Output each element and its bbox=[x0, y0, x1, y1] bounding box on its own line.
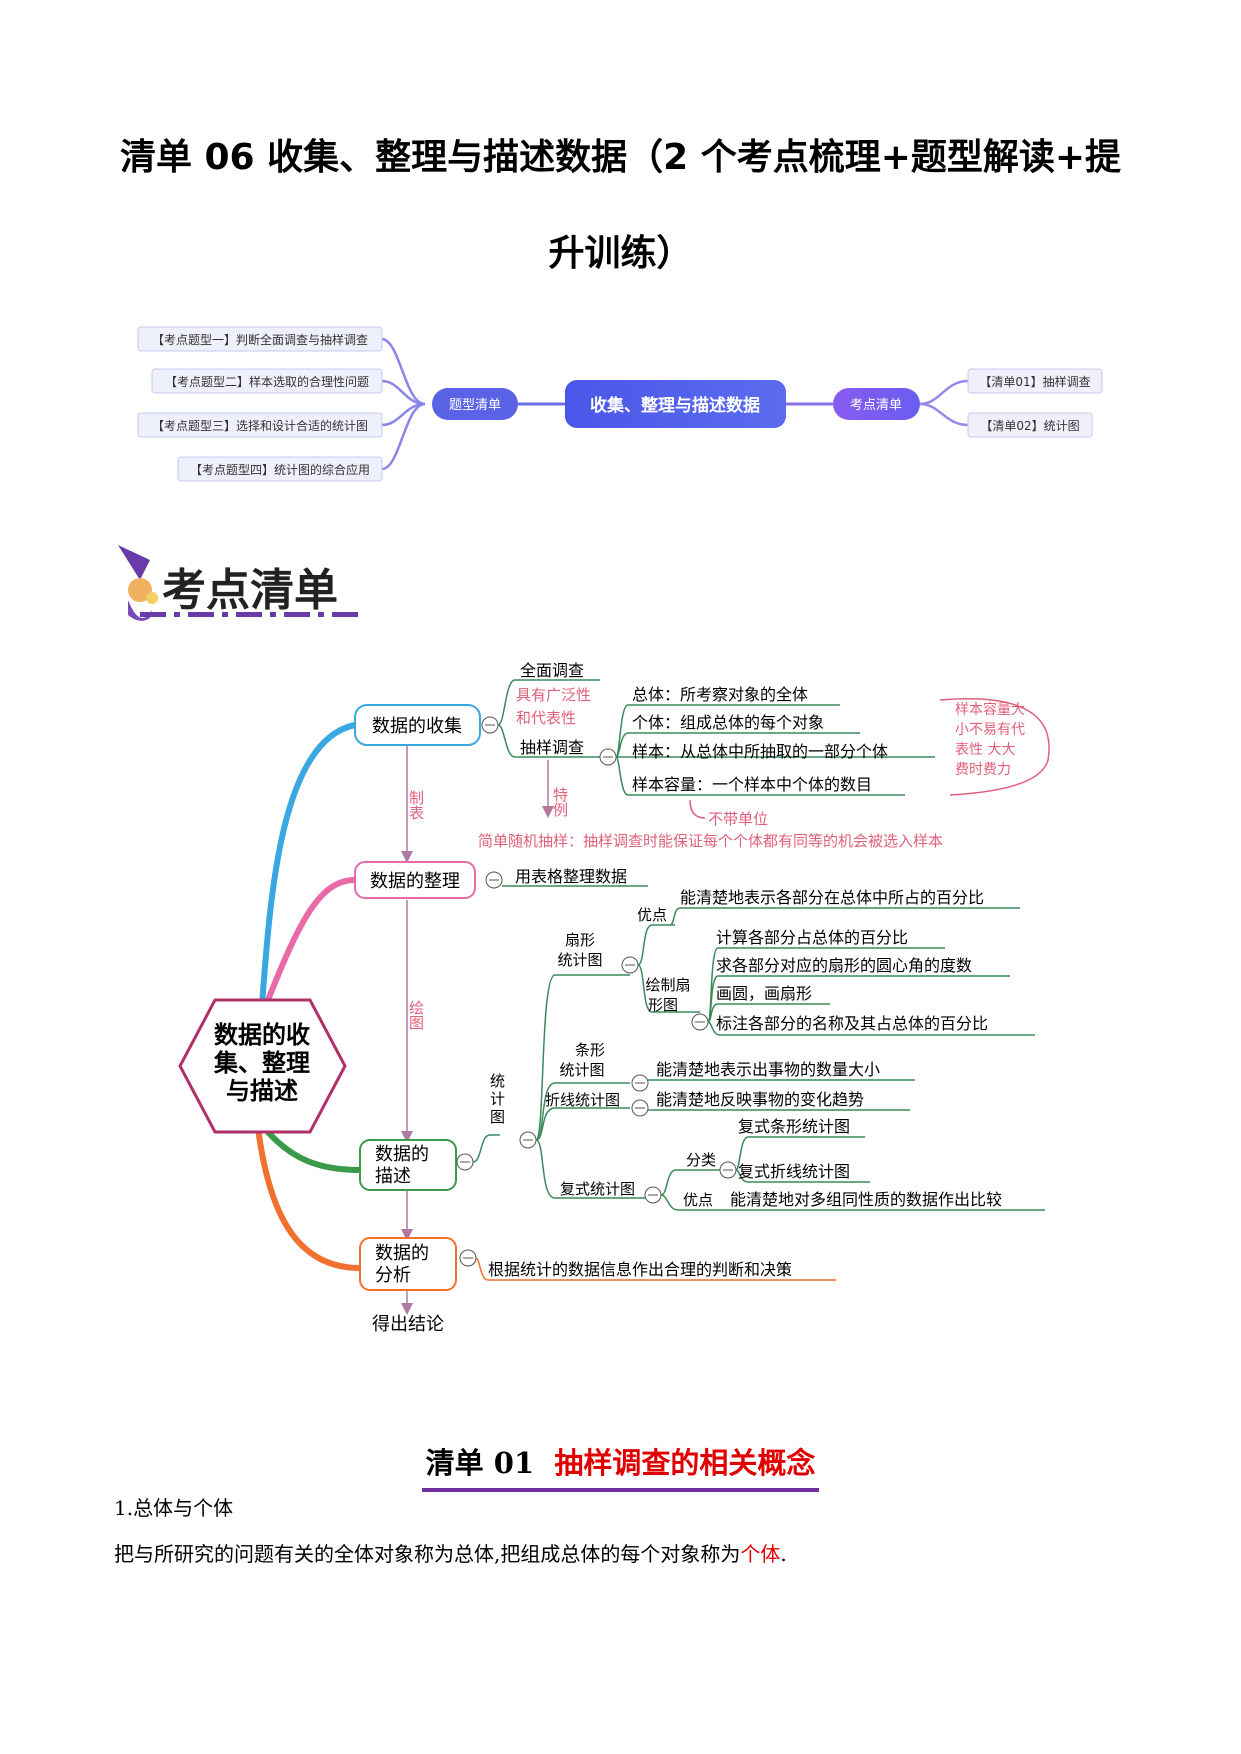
conclusion-label: 得出结论 bbox=[372, 1314, 444, 1335]
pie-chart-label: 统计图 bbox=[557, 951, 602, 969]
pie-draw-label: 形图 bbox=[648, 996, 678, 1014]
definition-text: 把与所研究的问题有关的全体对象称为总体,把组成总体的每个对象称为 bbox=[114, 1542, 741, 1566]
section-prefix: 清单 bbox=[425, 1446, 484, 1480]
pie-step-leaf: 计算各部分占总体的百分比 bbox=[716, 928, 908, 947]
stat-chart-char: 统 bbox=[490, 1072, 505, 1090]
definition-period: . bbox=[780, 1542, 787, 1566]
pie-step-leaf: 标注各部分的名称及其占总体的百分比 bbox=[716, 1014, 988, 1033]
sample-leaf: 样本：从总体中所抽取的一部分个体 bbox=[632, 742, 888, 761]
overview-right-item-label: 【清单01】抽样调查 bbox=[979, 374, 1090, 389]
section-heading: 清单 01 抽样调查的相关概念 bbox=[0, 1440, 1241, 1492]
overview-left-hub-label: 题型清单 bbox=[449, 398, 501, 413]
side-note-line: 费时费力 bbox=[955, 762, 1011, 778]
pie-draw-label: 绘制扇 bbox=[645, 976, 690, 994]
pie-advantage-leaf: 能清楚地表示各部分在总体中所占的百分比 bbox=[680, 888, 984, 907]
node-analyze[interactable]: 数据的 分析 bbox=[359, 1237, 457, 1291]
definition-highlight: 个体 bbox=[740, 1542, 781, 1566]
center-line: 集、整理 bbox=[213, 1049, 310, 1077]
stat-chart-char: 图 bbox=[490, 1108, 505, 1126]
center-hexagon[interactable]: 数据的收 集、整理 与描述 bbox=[178, 998, 347, 1134]
pie-chart-label: 扇形 bbox=[565, 931, 595, 949]
simple-random-note: 简单随机抽样：抽样调查时能保证每个个体都有同等的机会被选入样本 bbox=[478, 832, 943, 850]
node-describe-label: 数据的 bbox=[375, 1144, 429, 1165]
center-line: 与描述 bbox=[226, 1077, 298, 1105]
full-survey-label: 全面调查 bbox=[520, 661, 584, 680]
side-note-line: 小不易有代 bbox=[955, 722, 1025, 738]
overview-left-item-2[interactable]: 【考点题型二】样本选取的合理性问题 bbox=[151, 368, 383, 394]
stat-chart-char: 计 bbox=[490, 1090, 505, 1108]
knowledge-map: 数据的收 集、整理 与描述 数据的收集 全面调查 抽样调查 具有广泛性 和代表性… bbox=[178, 661, 1050, 1335]
overview-left-item-label: 【考点题型三】选择和设计合适的统计图 bbox=[152, 418, 368, 433]
banner-dashes bbox=[140, 612, 358, 617]
overview-right-item-1[interactable]: 【清单01】抽样调查 bbox=[967, 368, 1103, 394]
overview-map: 【考点题型一】判断全面调查与抽样调查 【考点题型二】样本选取的合理性问题 【考点… bbox=[137, 326, 1103, 482]
compound-bar-leaf: 复式条形统计图 bbox=[738, 1117, 850, 1136]
banner: 考点清单 bbox=[118, 545, 358, 621]
page-title-line1: 清单 06 收集、整理与描述数据（2 个考点梳理+题型解读+提 bbox=[119, 137, 1122, 178]
center-line: 数据的收 bbox=[214, 1021, 310, 1049]
bar-chart-leaf: 能清楚地表示出事物的数量大小 bbox=[656, 1060, 880, 1079]
pie-step-leaf: 求各部分对应的扇形的圆心角的度数 bbox=[716, 956, 972, 975]
compound-advantage-label: 优点 bbox=[683, 1191, 713, 1209]
special-case-note: 特例 bbox=[551, 787, 569, 818]
node-organize[interactable]: 数据的整理 bbox=[354, 861, 476, 899]
sample-size-leaf: 样本容量：一个样本中个体的数目 bbox=[632, 775, 872, 794]
node-describe[interactable]: 数据的 描述 bbox=[359, 1139, 457, 1191]
node-organize-label: 数据的整理 bbox=[370, 871, 460, 892]
overview-right-hub-label: 考点清单 bbox=[850, 398, 902, 413]
node-collect-label: 数据的收集 bbox=[372, 716, 462, 737]
bar-chart-label: 统计图 bbox=[559, 1061, 604, 1079]
bar-chart-label: 条形 bbox=[575, 1041, 605, 1059]
banner-title: 考点清单 bbox=[162, 565, 338, 616]
draw-chart-note: 绘图 bbox=[407, 1000, 425, 1030]
overview-left-item-label: 【考点题型四】统计图的综合应用 bbox=[190, 462, 370, 477]
compound-line-leaf: 复式折线统计图 bbox=[738, 1162, 850, 1181]
make-table-note: 制表 bbox=[407, 790, 425, 820]
side-note-line: 样本容量大 bbox=[955, 701, 1025, 718]
line-chart-leaf: 能清楚地反映事物的变化趋势 bbox=[656, 1090, 864, 1109]
side-note-line: 表性 大大 bbox=[955, 742, 1015, 758]
organize-leaf: 用表格整理数据 bbox=[515, 867, 627, 886]
classify-label: 分类 bbox=[686, 1151, 716, 1169]
overview-left-hub[interactable]: 题型清单 bbox=[432, 388, 518, 420]
node-analyze-label: 数据的 bbox=[375, 1243, 429, 1264]
individual-leaf: 个体：组成总体的每个对象 bbox=[632, 713, 824, 732]
overview-left-item-label: 【考点题型一】判断全面调查与抽样调查 bbox=[152, 332, 368, 347]
overview-right-item-2[interactable]: 【清单02】统计图 bbox=[967, 412, 1093, 438]
section-title: 抽样调查的相关概念 bbox=[554, 1446, 816, 1480]
overview-center-label: 收集、整理与描述数据 bbox=[590, 395, 760, 416]
pink-note: 具有广泛性 bbox=[516, 686, 591, 704]
section-number: 01 bbox=[493, 1446, 535, 1480]
overview-left-item-1[interactable]: 【考点题型一】判断全面调查与抽样调查 bbox=[137, 326, 383, 352]
compound-chart-label: 复式统计图 bbox=[560, 1180, 635, 1198]
analyze-leaf: 根据统计的数据信息作出合理的判断和决策 bbox=[488, 1260, 792, 1279]
pie-step-leaf: 画圆，画扇形 bbox=[716, 984, 812, 1003]
sample-survey-label: 抽样调查 bbox=[520, 738, 584, 757]
node-collect[interactable]: 数据的收集 bbox=[354, 704, 481, 746]
overview-center[interactable]: 收集、整理与描述数据 bbox=[565, 380, 786, 428]
wizard-icon bbox=[118, 545, 158, 621]
pink-note: 和代表性 bbox=[516, 709, 576, 727]
compound-advantage-leaf: 能清楚地对多组同性质的数据作出比较 bbox=[730, 1190, 1002, 1209]
node-describe-label: 描述 bbox=[375, 1166, 411, 1187]
overview-left-item-label: 【考点题型二】样本选取的合理性问题 bbox=[165, 374, 369, 389]
overview-right-item-label: 【清单02】统计图 bbox=[980, 419, 1079, 433]
subheading-population: 1.总体与个体 bbox=[114, 1496, 234, 1520]
node-analyze-label: 分析 bbox=[375, 1265, 411, 1286]
no-unit-note: 不带单位 bbox=[708, 810, 768, 828]
figures: 【考点题型一】判断全面调查与抽样调查 【考点题型二】样本选取的合理性问题 【考点… bbox=[118, 326, 1103, 1335]
page-title-line2: 升训练） bbox=[548, 233, 693, 274]
population-leaf: 总体：所考察对象的全体 bbox=[632, 685, 808, 704]
pie-advantage-label: 优点 bbox=[637, 906, 667, 924]
line-chart-label: 折线统计图 bbox=[545, 1091, 620, 1109]
overview-left-item-4[interactable]: 【考点题型四】统计图的综合应用 bbox=[177, 456, 383, 482]
definition-paragraph: 把与所研究的问题有关的全体对象称为总体,把组成总体的每个对象称为个体. bbox=[114, 1538, 787, 1567]
overview-left-item-3[interactable]: 【考点题型三】选择和设计合适的统计图 bbox=[137, 412, 383, 438]
overview-right-hub[interactable]: 考点清单 bbox=[833, 388, 920, 420]
